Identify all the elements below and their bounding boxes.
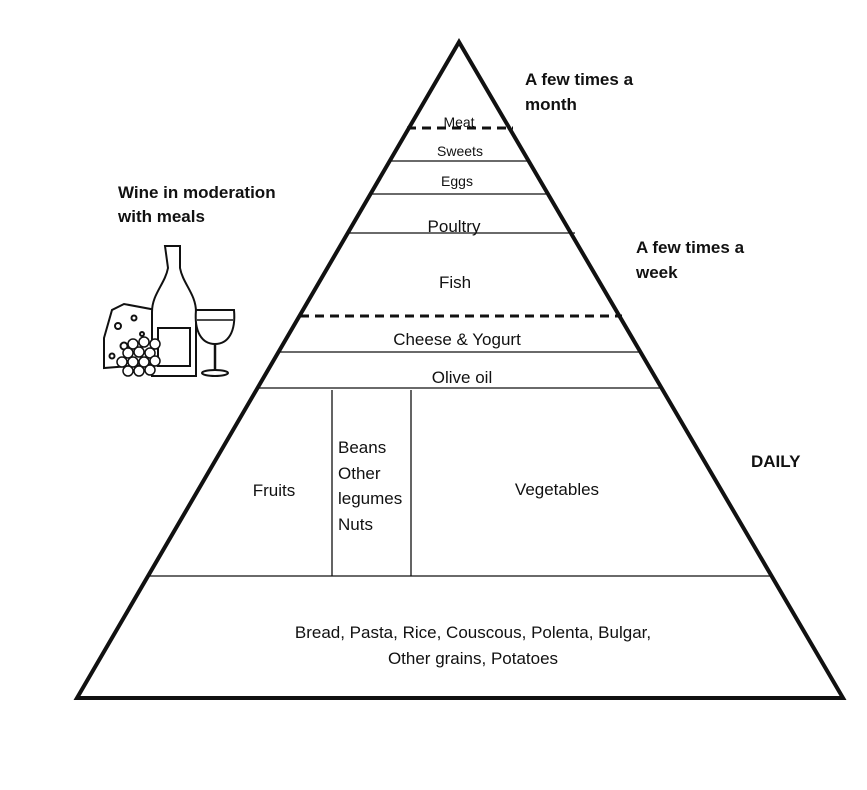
tier-fish: Fish	[439, 273, 471, 292]
tier-grains-line-1: Bread, Pasta, Rice, Couscous, Polenta, B…	[295, 623, 651, 642]
wine-caption-line-2: with meals	[117, 207, 205, 226]
tier-poultry: Poultry	[428, 217, 481, 236]
tier-cheese-yogurt: Cheese & Yogurt	[393, 330, 521, 349]
freq-daily: DAILY	[751, 452, 801, 471]
freq-month-line-1: A few times a	[525, 70, 634, 89]
tier-eggs: Eggs	[441, 173, 473, 189]
freq-week-line-1: A few times a	[636, 238, 745, 257]
tier-beans-line-3: legumes	[338, 489, 402, 508]
tier-fruits: Fruits	[253, 481, 296, 500]
freq-month-line-2: month	[525, 95, 577, 114]
wine-illustration-icon	[103, 245, 236, 377]
bottle-label	[157, 327, 191, 367]
tier-meat: Meat	[443, 114, 474, 130]
wine-caption-line-1: Wine in moderation	[118, 183, 276, 202]
tier-beans-line-1: Beans	[338, 438, 386, 457]
wine-glass-icon	[194, 309, 236, 346]
tier-beans-line-4: Nuts	[338, 515, 373, 534]
freq-week-line-2: week	[635, 263, 678, 282]
tier-vegetables: Vegetables	[515, 480, 599, 499]
tier-sweets: Sweets	[437, 143, 483, 159]
tier-beans-line-2: Other	[338, 464, 381, 483]
tier-grains-line-2: Other grains, Potatoes	[388, 649, 558, 668]
pyramid-outline	[73, 38, 847, 700]
grapes-icon	[116, 336, 161, 377]
tier-olive-oil: Olive oil	[432, 368, 492, 387]
